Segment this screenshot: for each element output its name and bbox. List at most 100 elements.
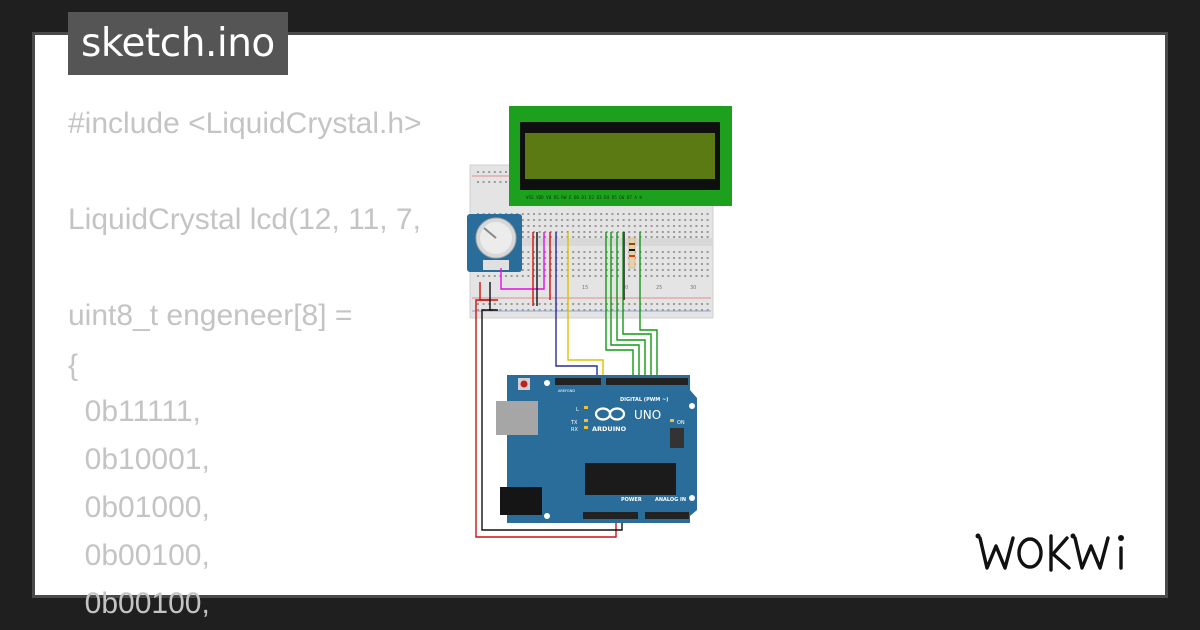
breadboard-hole <box>572 309 575 311</box>
breadboard-hole <box>521 231 524 233</box>
breadboard-hole <box>695 231 698 233</box>
breadboard-hole <box>661 219 664 221</box>
breadboard-hole <box>661 303 664 305</box>
breadboard-hole <box>589 269 591 271</box>
breadboard-hole <box>633 225 636 227</box>
breadboard-hole <box>684 275 687 277</box>
breadboard-hole <box>549 236 552 238</box>
breadboard-hole <box>544 251 547 253</box>
breadboard-hole <box>645 225 647 227</box>
breadboard-hole <box>678 309 681 311</box>
breadboard-hole <box>611 251 614 253</box>
breadboard-hole <box>549 213 552 215</box>
breadboard-hole <box>527 236 530 238</box>
breadboard-hole <box>521 225 524 227</box>
breadboard-hole <box>689 213 692 215</box>
breadboard-hole <box>645 263 647 265</box>
breadboard-hole <box>594 219 597 221</box>
breadboard-hole <box>611 225 614 227</box>
breadboard-hole <box>577 219 580 221</box>
breadboard-hole <box>611 257 614 259</box>
breadboard-hole <box>605 236 608 238</box>
breadboard-hole <box>594 257 597 259</box>
breadboard-hole <box>544 275 547 277</box>
breadboard-hole <box>600 219 603 221</box>
breadboard-hole <box>695 309 698 311</box>
breadboard-hole <box>661 251 664 253</box>
breadboard-hole <box>701 219 703 221</box>
breadboard-hole <box>684 219 687 221</box>
breadboard-hole <box>594 303 597 305</box>
breadboard-hole <box>527 219 530 221</box>
breadboard-hole <box>701 309 703 311</box>
breadboard-hole <box>600 263 603 265</box>
breadboard-hole <box>527 257 530 259</box>
breadboard-hole <box>533 236 535 238</box>
breadboard-hole <box>673 303 675 305</box>
code-line: 0b11111, <box>68 395 201 428</box>
breadboard-hole <box>521 213 524 215</box>
breadboard-hole <box>544 257 547 259</box>
breadboard-hole <box>583 309 586 311</box>
breadboard-hole <box>521 275 524 277</box>
breadboard-hole <box>477 309 479 311</box>
breadboard-hole <box>701 236 703 238</box>
wokwi-logo <box>975 528 1150 574</box>
breadboard-hole <box>650 275 653 277</box>
breadboard-hole <box>667 251 670 253</box>
breadboard-hole <box>605 303 608 305</box>
breadboard-hole <box>493 181 496 183</box>
breadboard-hole <box>583 213 586 215</box>
breadboard-hole <box>673 257 675 259</box>
breadboard-hole <box>583 251 586 253</box>
breadboard-hole <box>628 269 631 271</box>
gnd-label: GND <box>567 389 575 393</box>
breadboard-hole <box>667 257 670 259</box>
breadboard-hole <box>516 309 519 311</box>
breadboard-hole <box>684 225 687 227</box>
breadboard-hole <box>600 269 603 271</box>
breadboard-hole <box>706 263 709 265</box>
breadboard-hole <box>589 309 591 311</box>
breadboard-hole <box>656 231 659 233</box>
breadboard-hole <box>667 275 670 277</box>
breadboard-hole <box>633 231 636 233</box>
breadboard-hole <box>544 263 547 265</box>
breadboard-hole <box>589 263 591 265</box>
breadboard-hole <box>673 231 675 233</box>
breadboard-hole <box>577 257 580 259</box>
breadboard-hole <box>678 231 681 233</box>
breadboard-hole <box>533 225 535 227</box>
breadboard-hole <box>544 309 547 311</box>
breadboard-hole <box>673 269 675 271</box>
breadboard-hole <box>583 236 586 238</box>
breadboard-hole <box>589 219 591 221</box>
breadboard-hole <box>499 171 502 173</box>
breadboard-hole <box>600 231 603 233</box>
breadboard-hole <box>482 181 485 183</box>
breadboard-hole <box>572 236 575 238</box>
code-line: 0b01000, <box>68 491 210 524</box>
breadboard-hole <box>589 231 591 233</box>
breadboard-hole <box>661 269 664 271</box>
breadboard-hole <box>544 213 547 215</box>
breadboard-hole <box>617 257 619 259</box>
breadboard-hole <box>538 213 541 215</box>
lcd-display: VSS VDD V0 RS RW E D0 D1 D2 D3 D4 D5 D6 … <box>509 106 732 206</box>
breadboard-hole <box>673 251 675 253</box>
breadboard-hole <box>527 225 530 227</box>
rx-label: RX <box>571 427 578 433</box>
breadboard-hole <box>538 257 541 259</box>
breadboard-hole <box>656 251 659 253</box>
breadboard-hole <box>650 225 653 227</box>
breadboard-hole <box>678 225 681 227</box>
breadboard-hole <box>533 275 535 277</box>
breadboard-hole <box>538 236 541 238</box>
breadboard-hole <box>611 213 614 215</box>
breadboard-hole <box>594 309 597 311</box>
bb-num: 25 <box>656 285 662 291</box>
breadboard-hole <box>561 251 563 253</box>
breadboard-hole <box>499 309 502 311</box>
breadboard-hole <box>622 225 625 227</box>
breadboard-hole <box>628 303 631 305</box>
